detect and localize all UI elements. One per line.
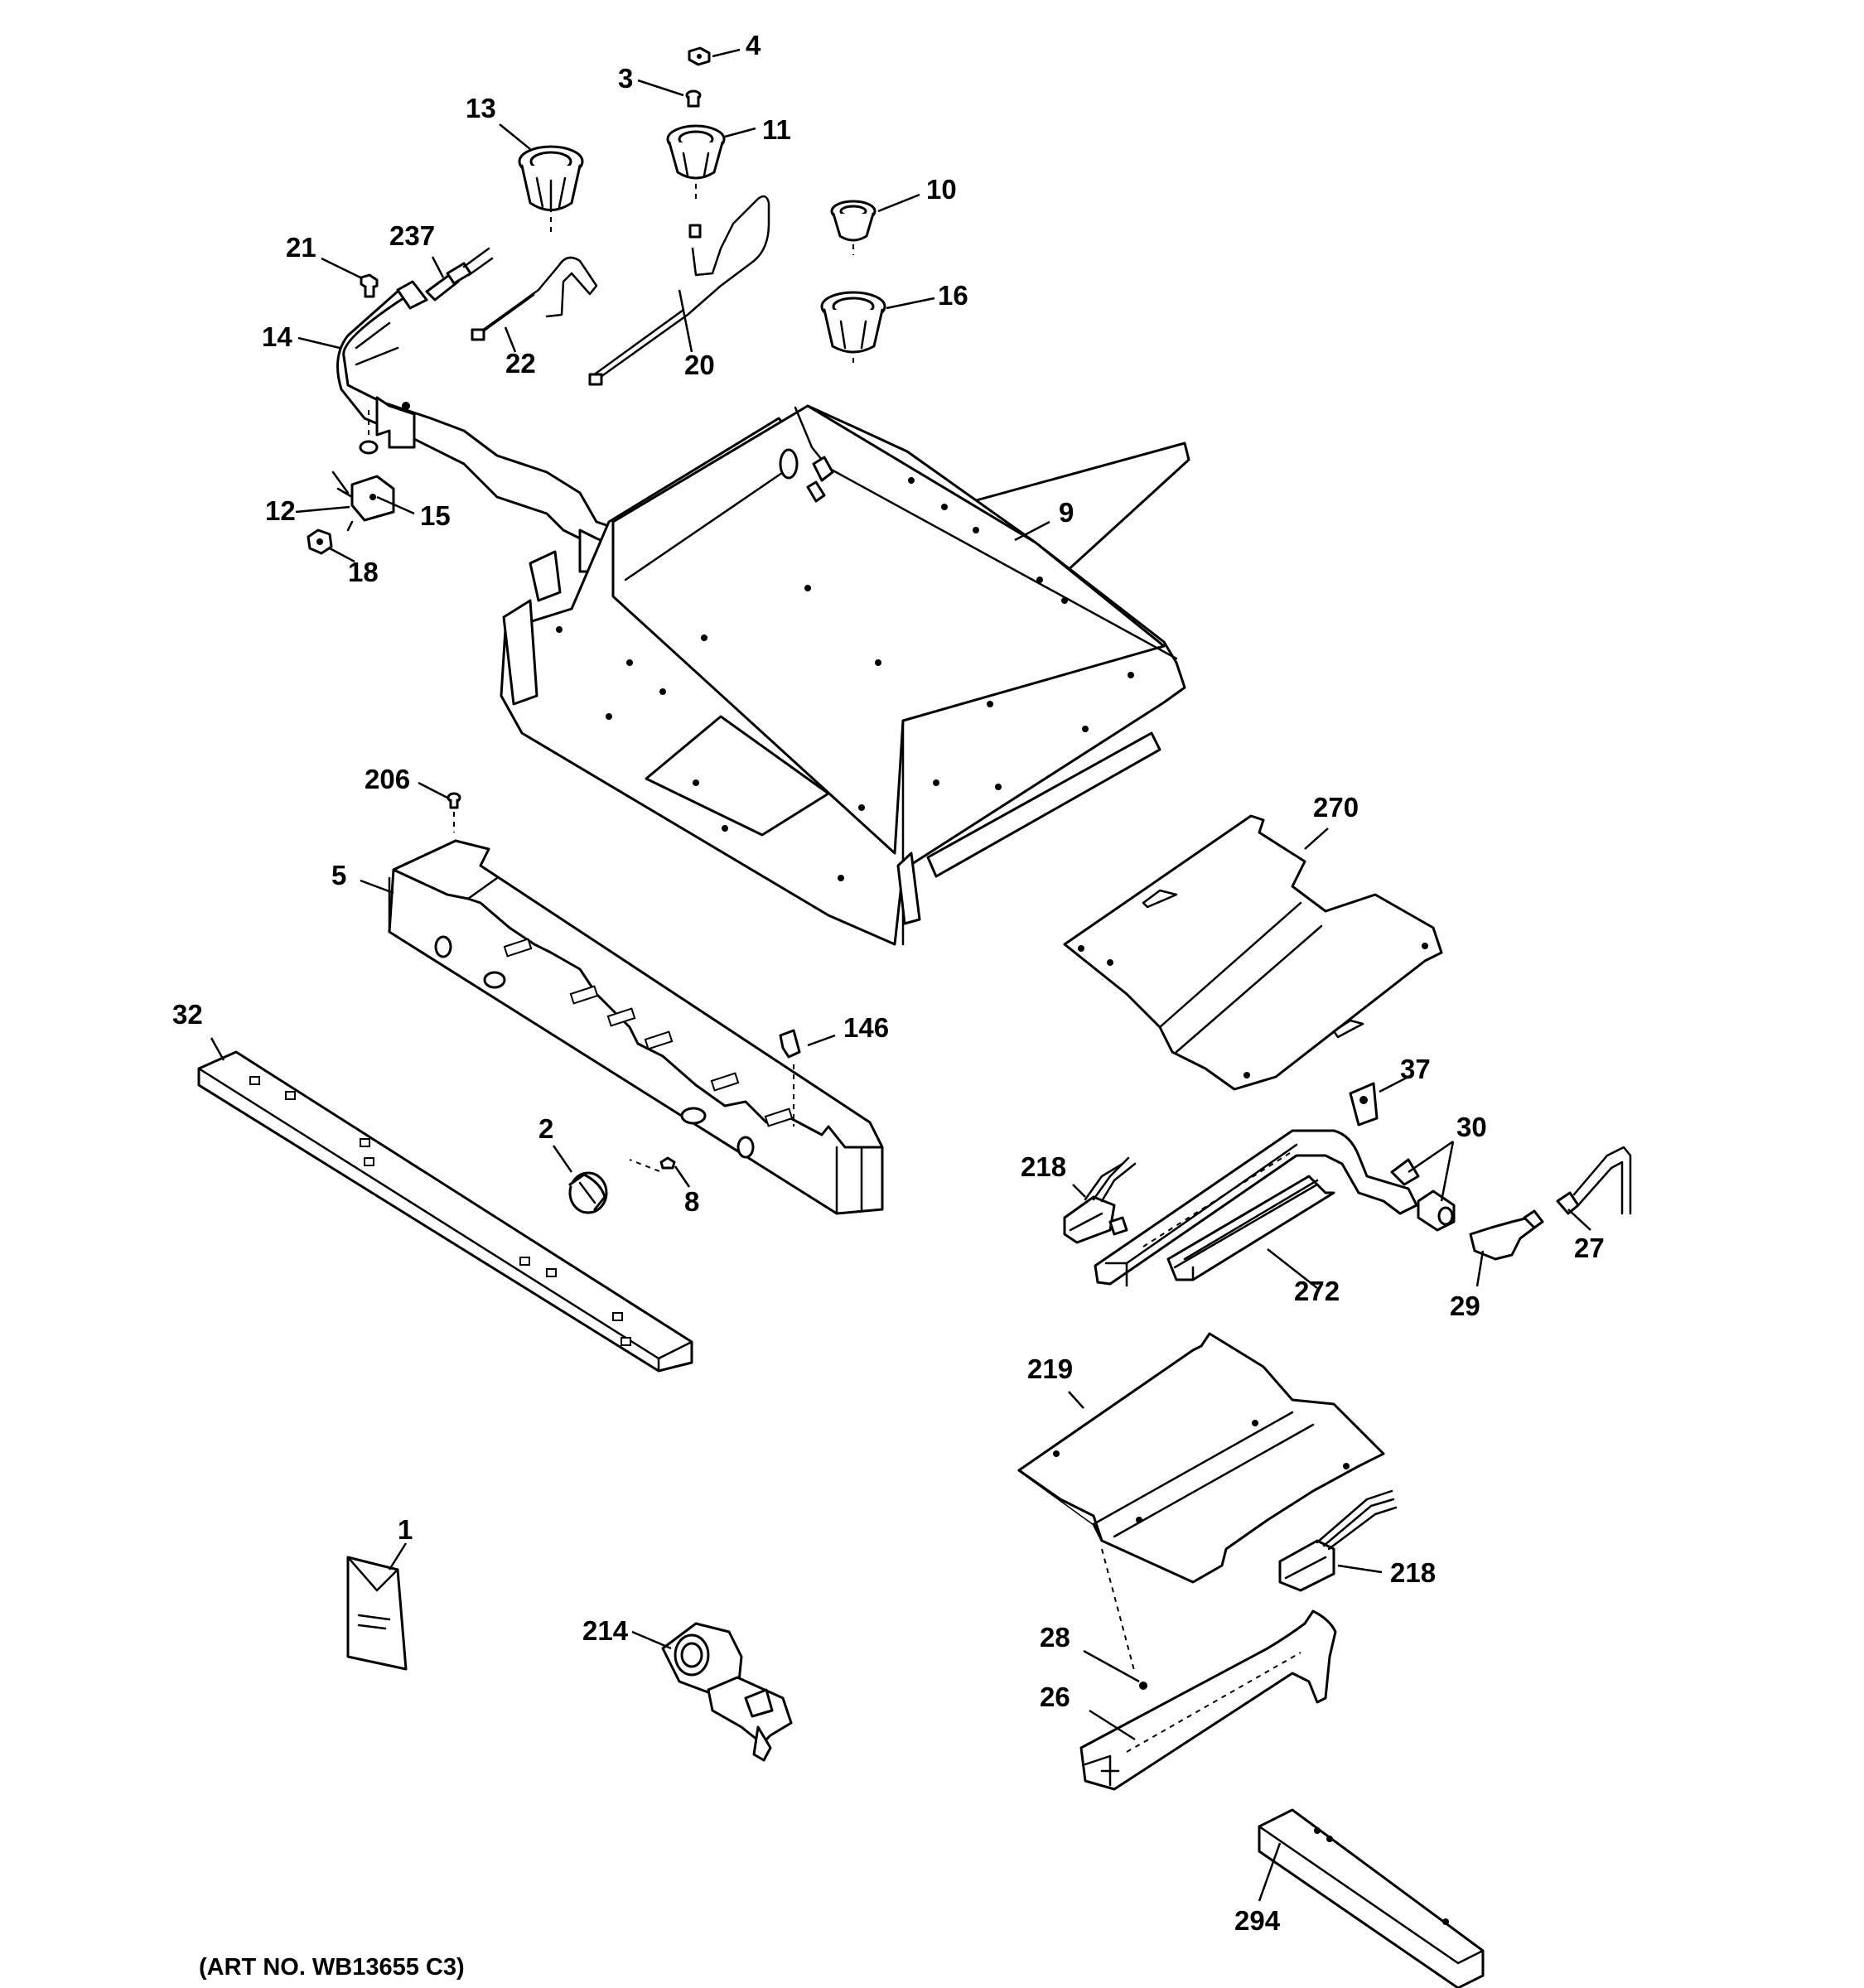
callout-30: 30 (1456, 1112, 1487, 1142)
nut-4[interactable] (688, 46, 711, 66)
callout-22: 22 (505, 348, 536, 379)
ignitor-electrode-218-bottom[interactable] (1278, 1489, 1398, 1592)
trim-strip-32[interactable] (197, 1050, 693, 1373)
callout-272: 272 (1294, 1276, 1340, 1306)
art-number: (ART NO. WB13655 C3) (199, 1954, 465, 1981)
elbow-29[interactable] (1469, 1209, 1544, 1261)
panel-valve-holes (434, 935, 755, 1159)
owners-manual-1[interactable] (346, 1556, 408, 1671)
callout-10: 10 (926, 174, 957, 205)
screw-3[interactable] (685, 89, 702, 108)
panel-slots (503, 938, 794, 1127)
nut-18[interactable] (307, 528, 333, 555)
screw-21[interactable] (360, 273, 379, 298)
orifice-30[interactable] (1390, 1158, 1456, 1232)
callout-16: 16 (938, 280, 968, 311)
callout-218-bottom: 218 (1390, 1557, 1436, 1588)
callout-218-top: 218 (1021, 1151, 1066, 1182)
callout-28: 28 (1040, 1622, 1070, 1653)
callout-4: 4 (746, 30, 761, 60)
callout-5: 5 (331, 860, 346, 890)
callout-15: 15 (420, 500, 451, 531)
burner-head-16[interactable] (820, 291, 886, 368)
manifold-panel-5[interactable] (388, 839, 884, 1215)
callout-270: 270 (1313, 792, 1359, 823)
heat-shield-219[interactable] (1017, 1332, 1385, 1584)
bracket-37[interactable] (1349, 1082, 1379, 1127)
callout-11: 11 (762, 114, 791, 145)
callout-214: 214 (582, 1615, 629, 1646)
clip-146[interactable] (779, 1029, 801, 1127)
burner-head-13[interactable] (518, 145, 584, 232)
callout-146: 146 (843, 1012, 889, 1043)
callout-27: 27 (1574, 1233, 1605, 1263)
ignitor-electrode-218-top[interactable] (1063, 1156, 1137, 1244)
burner-head-11[interactable] (666, 124, 726, 199)
strip-slots (249, 1076, 631, 1346)
box-holes (556, 477, 1134, 881)
callout-labels: 13 4 3 11 10 16 21 237 14 22 20 12 15 18… (172, 30, 1605, 1981)
callout-12: 12 (265, 495, 296, 526)
callout-14: 14 (262, 321, 292, 352)
callout-18: 18 (348, 557, 379, 587)
screw-206[interactable] (447, 792, 461, 832)
heat-shield-270[interactable] (1063, 814, 1443, 1091)
callout-8: 8 (684, 1186, 699, 1217)
callout-20: 20 (684, 350, 715, 380)
knob-2[interactable] (568, 1171, 608, 1214)
callout-9: 9 (1059, 497, 1074, 528)
callout-37: 37 (1400, 1054, 1431, 1084)
valve-switch-12-15[interactable] (331, 410, 395, 532)
tube-20[interactable] (588, 195, 770, 386)
burner-tube-assembly[interactable] (1094, 1129, 1418, 1287)
tube-27[interactable] (1556, 1146, 1632, 1215)
fitting-237[interactable] (425, 247, 494, 302)
burner-box-9[interactable] (500, 404, 1190, 946)
callout-206: 206 (365, 764, 410, 794)
tube-22[interactable] (471, 256, 598, 341)
callout-294: 294 (1234, 1905, 1281, 1936)
callout-1: 1 (398, 1514, 413, 1545)
callout-2: 2 (538, 1113, 553, 1144)
leader-lines (210, 48, 1591, 1902)
callout-237: 237 (389, 220, 435, 251)
valve-regulator-214[interactable] (661, 1622, 793, 1762)
callout-21: 21 (286, 232, 316, 263)
callout-26: 26 (1040, 1682, 1070, 1712)
burner-head-10[interactable] (830, 200, 876, 255)
callout-219: 219 (1027, 1353, 1073, 1384)
callout-3: 3 (618, 63, 633, 94)
screw-28[interactable] (1139, 1682, 1147, 1690)
callout-32: 32 (172, 999, 203, 1030)
callout-29: 29 (1450, 1291, 1480, 1321)
bracket-294[interactable] (1258, 1808, 1485, 1988)
bake-burner-26[interactable] (1079, 1548, 1337, 1791)
screw-8[interactable] (629, 1156, 676, 1172)
burner-272[interactable] (1166, 1175, 1335, 1281)
callout-13: 13 (466, 93, 496, 123)
